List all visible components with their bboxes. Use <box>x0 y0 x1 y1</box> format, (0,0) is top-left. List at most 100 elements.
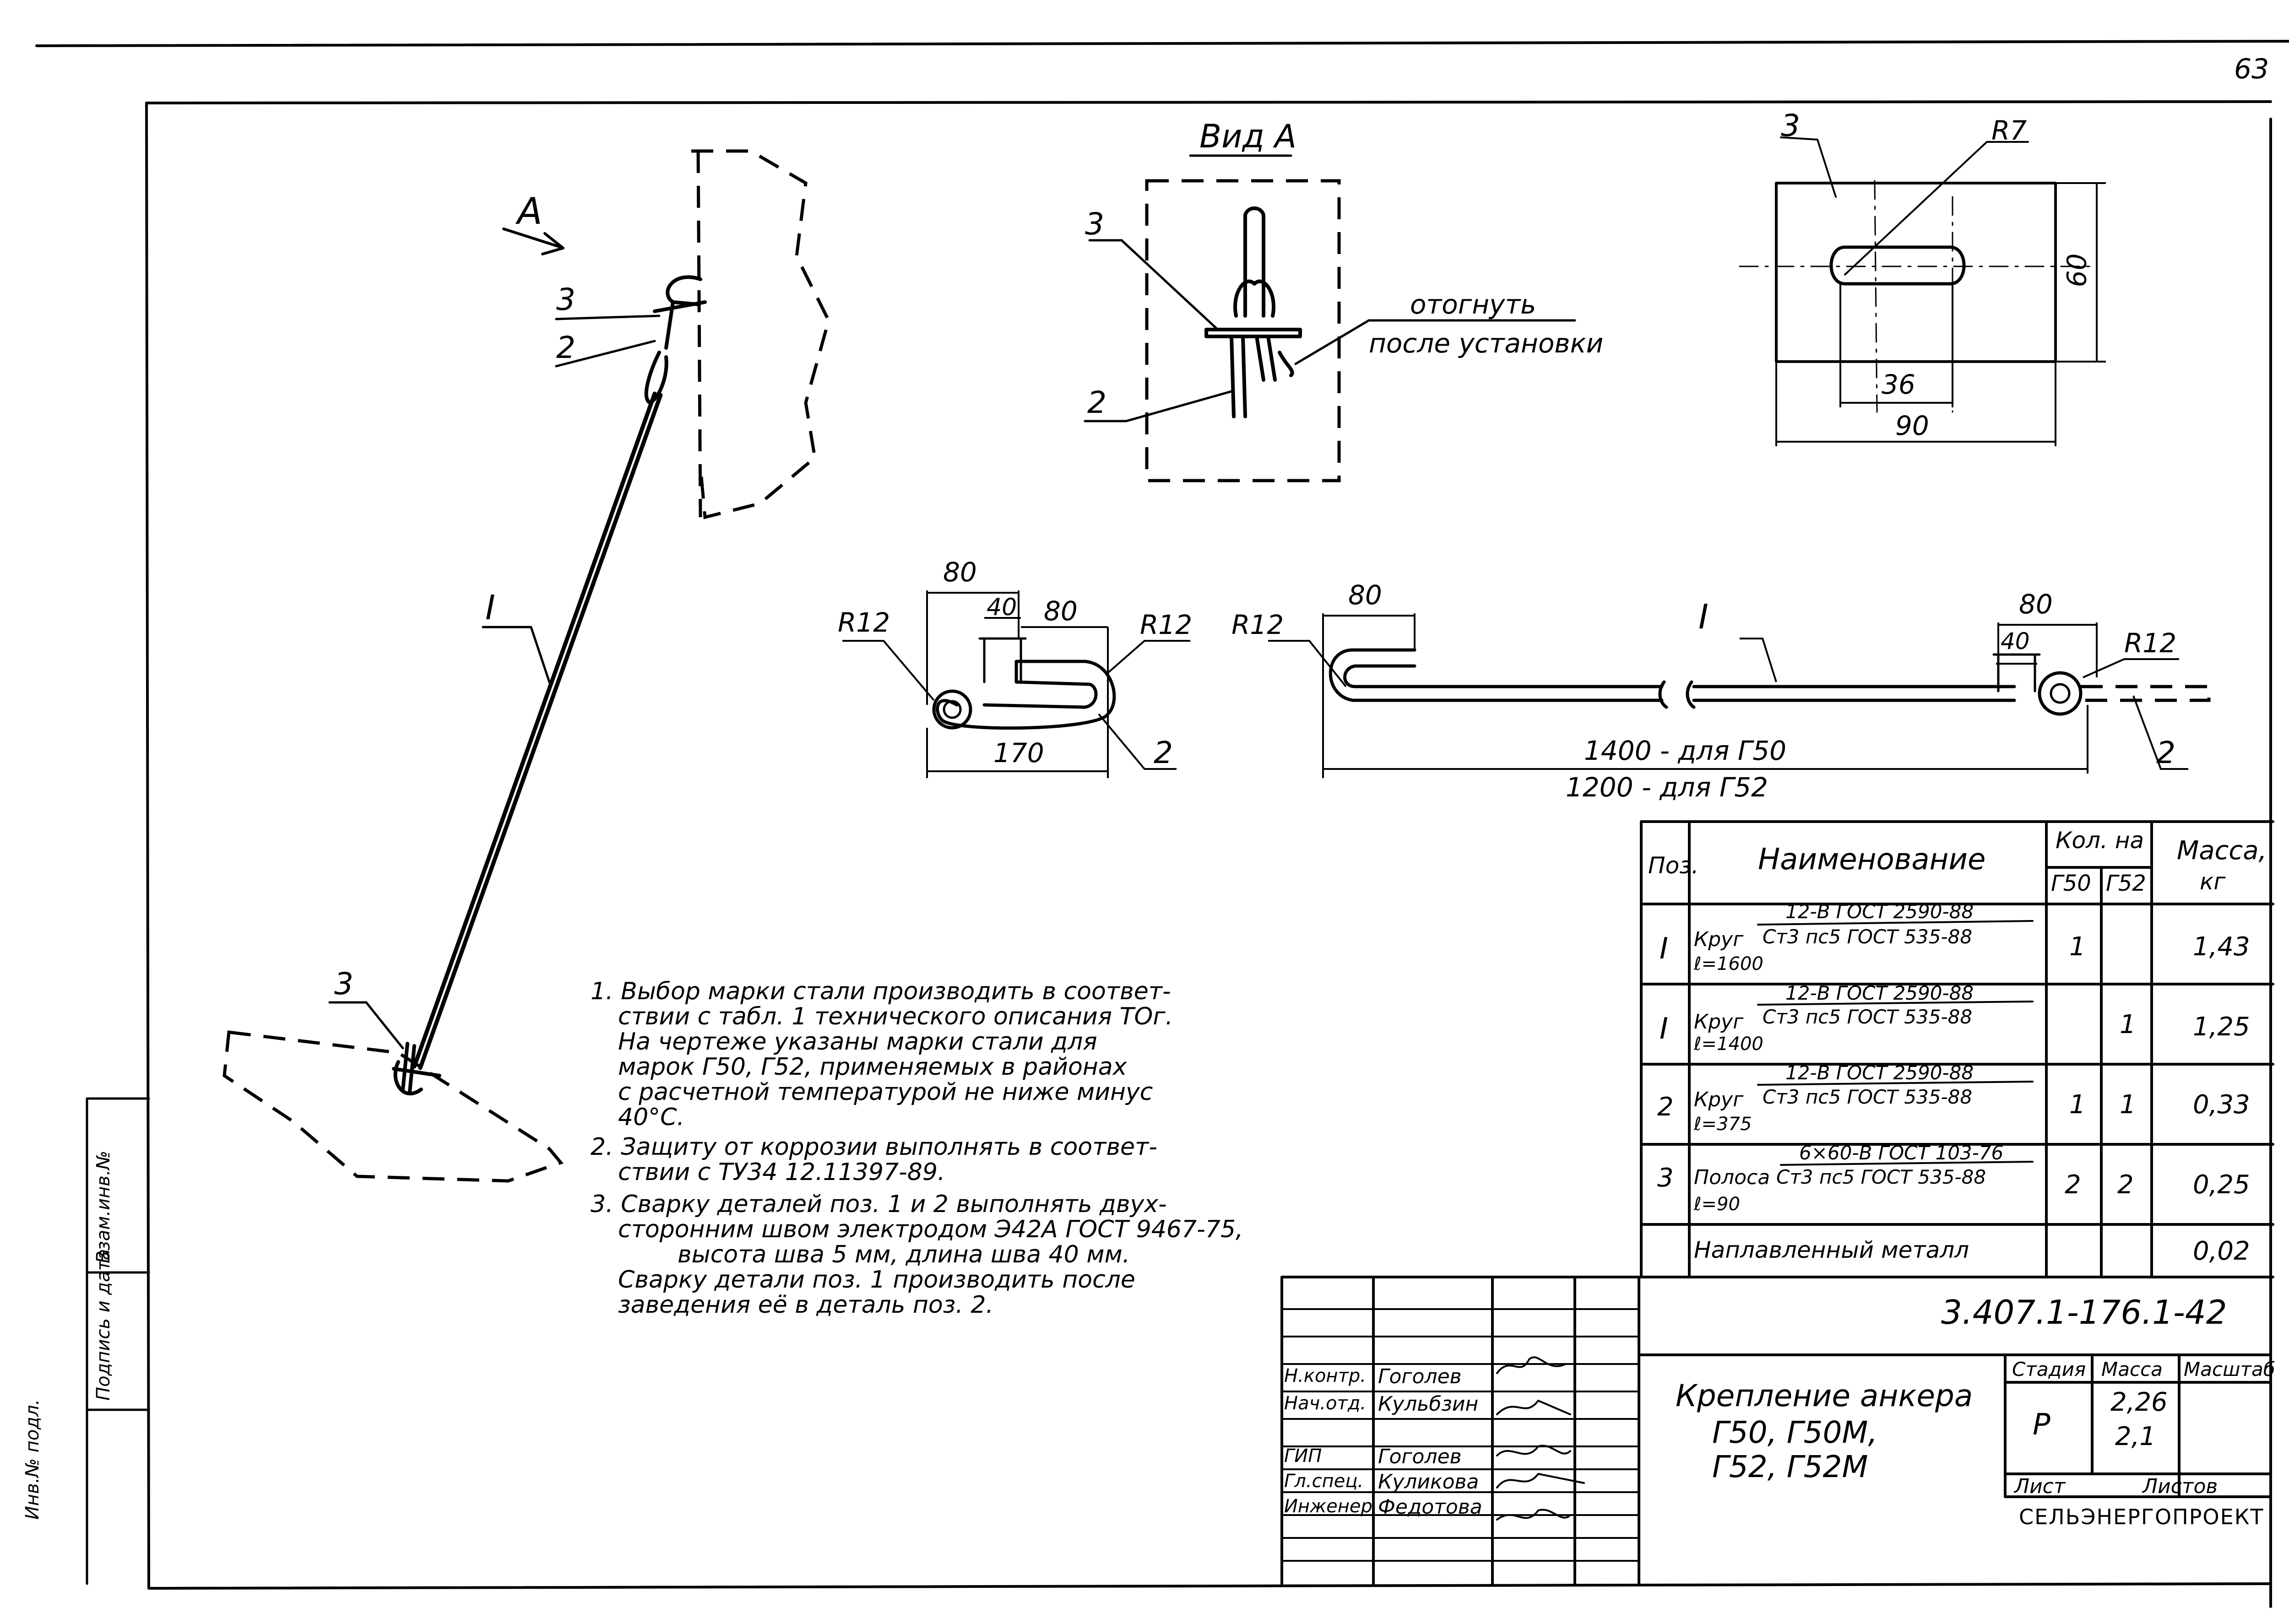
sheet-label: Лист <box>2014 1475 2066 1498</box>
spec-row-bottom: Ст3 пс5 ГОСТ 535-88 <box>1776 1166 1986 1188</box>
spec-header-g50: Г50 <box>2051 871 2091 896</box>
spec-header-mass: Масса, <box>2177 836 2267 866</box>
view-a-leader-2 <box>1084 390 1233 422</box>
part1-shape <box>1329 648 2016 709</box>
plate-outline <box>1775 182 2057 363</box>
anchor-plate-dashed <box>222 1030 564 1183</box>
spec-row-pos: 2 <box>1657 1092 1674 1122</box>
view-arrow <box>502 227 564 255</box>
part1-inner-right: 40 <box>2001 628 2030 655</box>
view-a-rod <box>1230 335 1294 418</box>
spec-row-mass: 0,25 <box>2193 1170 2250 1200</box>
part1-eye-inner <box>2050 683 2071 704</box>
plate-slot-dim: 36 <box>1882 369 1915 400</box>
plate-height: 60 <box>2061 253 2093 287</box>
view-arrow-label: A <box>517 190 542 233</box>
note-line: ствии с табл. 1 технического описания ТО… <box>618 1003 1173 1030</box>
spec-row-mass: 1,25 <box>2193 1012 2250 1042</box>
side-stamp-vzam: Взам.инв.№ <box>93 1150 114 1263</box>
title-block-grid <box>1280 1276 2274 1585</box>
spec-row-top: 12-В ГОСТ 2590-88 <box>1785 982 1974 1004</box>
part2-shape <box>936 660 1116 730</box>
doc-title-line3: Г52, Г52М <box>1712 1449 1868 1484</box>
doc-title-line1: Крепление анкера <box>1676 1378 1973 1413</box>
part1-callout: I <box>1698 597 1709 637</box>
side-stamp-inv: Инв.№ подл. <box>22 1399 43 1520</box>
plate-centerline <box>1739 180 2098 413</box>
note-line: с расчетной температурой не ниже минус <box>618 1078 1153 1106</box>
part1-weld <box>1992 653 2041 693</box>
spec-row-g52: 2 <box>2117 1170 2134 1200</box>
spec-row-bottom: Ст3 пс5 ГОСТ 535-88 <box>1763 1086 1973 1108</box>
view-a-title: Вид А <box>1199 118 1297 155</box>
part1-dims <box>1268 613 2188 778</box>
signer-role: Инженер <box>1284 1496 1372 1517</box>
bend-note-line2: после установки <box>1369 328 1604 359</box>
part2-r-right: R12 <box>1140 609 1193 640</box>
callout-3-bottom: 3 <box>334 966 353 1001</box>
signer-name: Куликова <box>1378 1470 1479 1494</box>
doc-code: 3.407.1-176.1-42 <box>1941 1293 2227 1332</box>
spec-row-kind: Круг <box>1694 928 1744 951</box>
view-a-leader-note <box>1294 319 1576 365</box>
note-line: 40°С. <box>618 1104 685 1131</box>
note-line: 3. Сварку деталей поз. 1 и 2 выполнять д… <box>591 1191 1167 1218</box>
spec-row-g52: 1 <box>2120 1090 2136 1120</box>
spec-header-qty: Кол. на <box>2056 827 2144 854</box>
bend-note-line1: отогнуть <box>1410 289 1536 320</box>
top-plate <box>653 300 707 313</box>
spec-row-mass: 0,02 <box>2193 1236 2250 1266</box>
spec-header-pos: Поз. <box>1648 852 1699 879</box>
note-line: 2. Защиту от коррозии выполнять в соотве… <box>591 1133 1158 1161</box>
part2-dim-hook: 80 <box>1044 595 1078 627</box>
spec-row-top: 6×60-В ГОСТ 103-76 <box>1799 1142 2004 1164</box>
view-a-leader-3 <box>1088 239 1219 331</box>
spec-row-g50: 2 <box>2065 1170 2081 1200</box>
spec-row-top: 12-В ГОСТ 2590-88 <box>1785 900 1974 923</box>
spec-header-g52: Г52 <box>2106 871 2146 896</box>
spec-header-name: Наименование <box>1758 843 1986 877</box>
signature-1 <box>1496 1356 1567 1374</box>
leader-3-bottom <box>328 1001 404 1050</box>
plate-radius: R7 <box>1991 115 2027 146</box>
spec-row-mass: 1,43 <box>2193 932 2250 962</box>
part2-dims <box>842 590 1190 778</box>
part1-len-g50: 1400 - для Г50 <box>1584 735 1787 766</box>
anchor-bottom-fitting <box>392 1042 441 1096</box>
view-a-callout-3: 3 <box>1085 206 1104 242</box>
note-line: сторонним швом электродом Э42А ГОСТ 9467… <box>618 1216 1243 1243</box>
spec-row-kind: Наплавленный металл <box>1694 1237 1969 1263</box>
signer-name: Гоголев <box>1378 1445 1462 1468</box>
spec-row-pos: I <box>1660 1012 1668 1046</box>
part2-callout: 2 <box>1154 735 1173 770</box>
signer-role: Н.контр. <box>1284 1365 1366 1386</box>
plate-3-leader <box>1780 136 1837 198</box>
spec-row-kind: Круг <box>1694 1010 1744 1034</box>
part1-hook-right: 80 <box>2019 589 2053 620</box>
signature-4 <box>1496 1473 1585 1489</box>
signer-role: Гл.спец. <box>1284 1471 1364 1492</box>
wall-outline <box>691 149 830 520</box>
leader-1 <box>482 626 551 683</box>
plate-dim-60 <box>2056 182 2106 363</box>
part1-r-right: R12 <box>2124 628 2177 659</box>
plate-dim-90 <box>1775 362 2056 446</box>
part1-callout-2: 2 <box>2156 735 2175 770</box>
view-a-callout-2: 2 <box>1087 385 1107 420</box>
title-block-rows <box>1281 1308 1640 1562</box>
spec-row-g50: 1 <box>2069 1090 2086 1120</box>
part2-dim-len: 170 <box>993 737 1044 769</box>
part2-dim-inner: 40 <box>987 594 1017 621</box>
note-line: 1. Выбор марки стали производить в соотв… <box>591 978 1171 1005</box>
spec-row-pos: I <box>1660 932 1668 966</box>
signer-role: ГИП <box>1284 1445 1322 1467</box>
outer-frame <box>35 40 2289 1608</box>
plate-width: 90 <box>1895 410 1929 441</box>
top-hook <box>666 275 702 306</box>
side-stamp-grid <box>86 1097 150 1585</box>
spec-row-mass: 0,33 <box>2193 1090 2250 1120</box>
signature-5 <box>1496 1509 1571 1521</box>
view-a-link <box>1233 206 1275 318</box>
doc-title-line2: Г50, Г50М, <box>1712 1415 1878 1450</box>
